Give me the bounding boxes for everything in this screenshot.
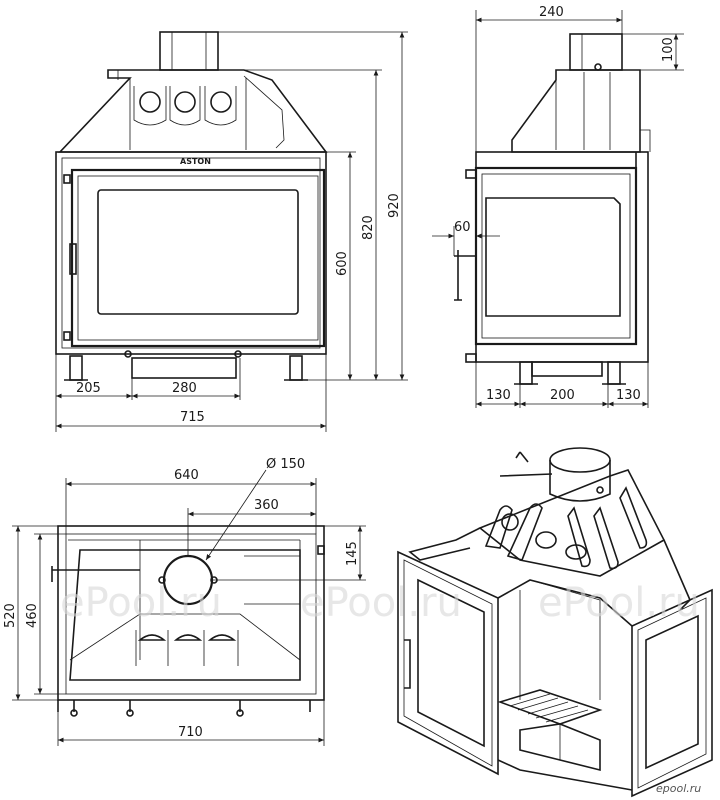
dim-front-left-offset: 205 — [76, 381, 101, 396]
dim-front-ashpan-width: 280 — [172, 381, 197, 396]
dim-top-width: 640 — [174, 468, 199, 483]
dim-side-flue-depth: 240 — [539, 5, 564, 20]
dim-top-flue-to-back: 145 — [345, 541, 360, 566]
dim-front-door-height: 600 — [335, 251, 350, 276]
isometric-view — [397, 447, 713, 798]
dim-side-middle: 200 — [550, 388, 575, 403]
dim-top-depth-inner: 460 — [25, 603, 40, 628]
watermark-center: ePool.ru — [300, 580, 462, 626]
brand-label: ASTON — [180, 157, 211, 166]
dim-front-width: 715 — [180, 410, 205, 425]
dim-front-height-top: 820 — [361, 215, 376, 240]
credit-label: epool.ru — [656, 782, 701, 795]
dim-side-left: 130 — [486, 388, 511, 403]
watermark-right: ePool.ru — [538, 580, 700, 626]
dim-top-flue-diameter: Ø 150 — [266, 457, 305, 472]
dim-side-flue-height: 100 — [661, 37, 676, 62]
dim-side-right: 130 — [616, 388, 641, 403]
dim-top-width-bottom: 710 — [178, 725, 203, 740]
dim-top-depth: 520 — [3, 603, 18, 628]
dim-front-height-total: 920 — [387, 193, 402, 218]
front-view: ASTON 205 280 715 — [55, 31, 408, 432]
watermark-left: ePool.ru — [60, 580, 222, 626]
top-view: 640 Ø 150 360 145 520 460 710 — [3, 457, 366, 746]
side-view: 240 100 60 130 200 130 — [432, 5, 684, 408]
dim-side-handle-offset: 60 — [454, 220, 471, 235]
dim-top-flue-offset: 360 — [254, 498, 279, 513]
